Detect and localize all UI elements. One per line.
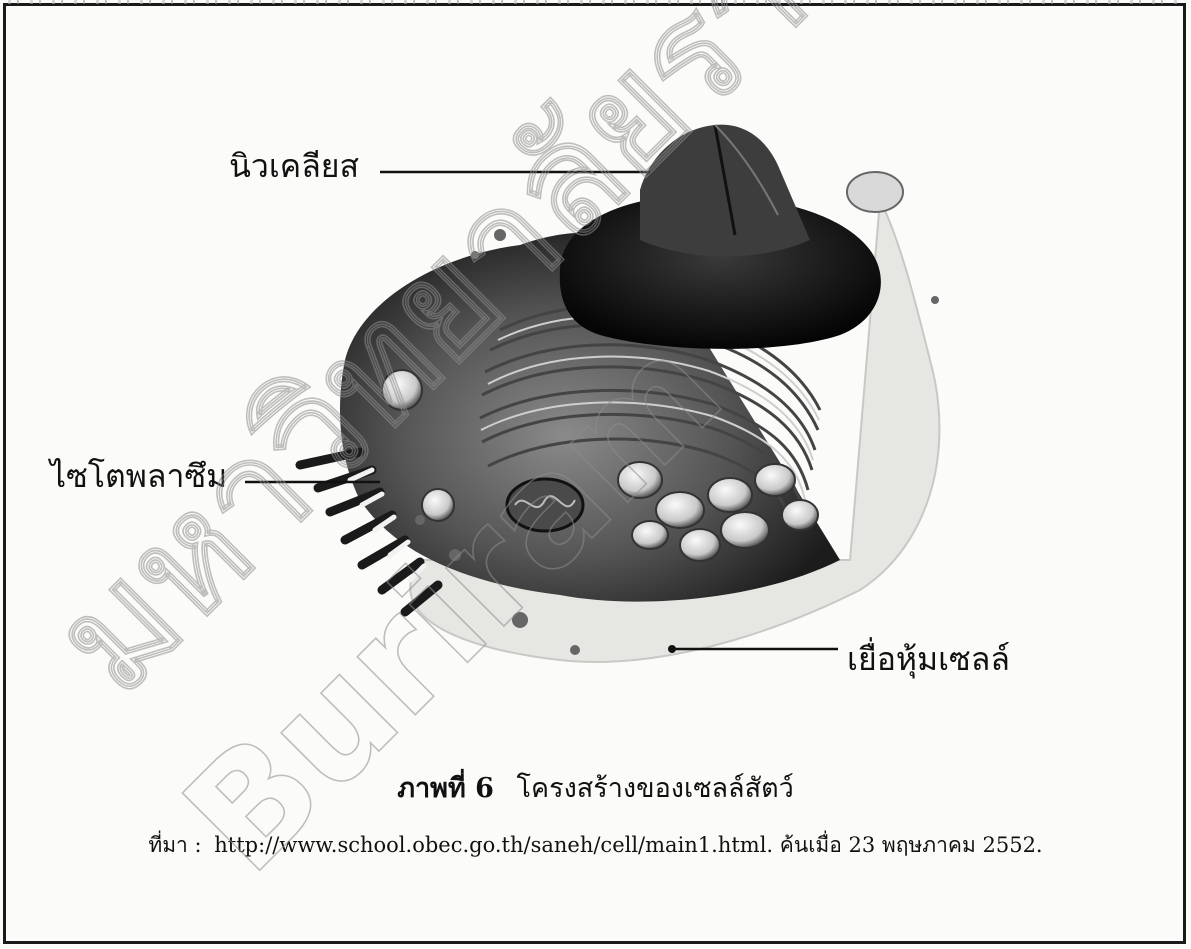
mitochondrion [507, 479, 583, 531]
figure-title: โครงสร้างของเซลล์สัตว์ [517, 773, 794, 804]
nucleus-top [640, 125, 810, 257]
label-cell-membrane: เยื่อหุ้มเซลล์ [847, 643, 1010, 675]
membrane-leader-dot [668, 645, 676, 653]
label-nucleus: นิวเคลียส [229, 150, 359, 182]
label-cytoplasm: ไซโตพลาซึม [50, 460, 227, 492]
figure-source: ที่มา : http://www.school.obec.go.th/san… [0, 833, 1191, 858]
nucleolus [847, 172, 903, 212]
source-text: http://www.school.obec.go.th/saneh/cell/… [214, 833, 1042, 857]
figure-caption: ภาพที่ 6 โครงสร้างของเซลล์สัตว์ [0, 773, 1191, 805]
source-label: ที่มา : [148, 833, 201, 857]
figure-number: ภาพที่ 6 [397, 773, 494, 804]
